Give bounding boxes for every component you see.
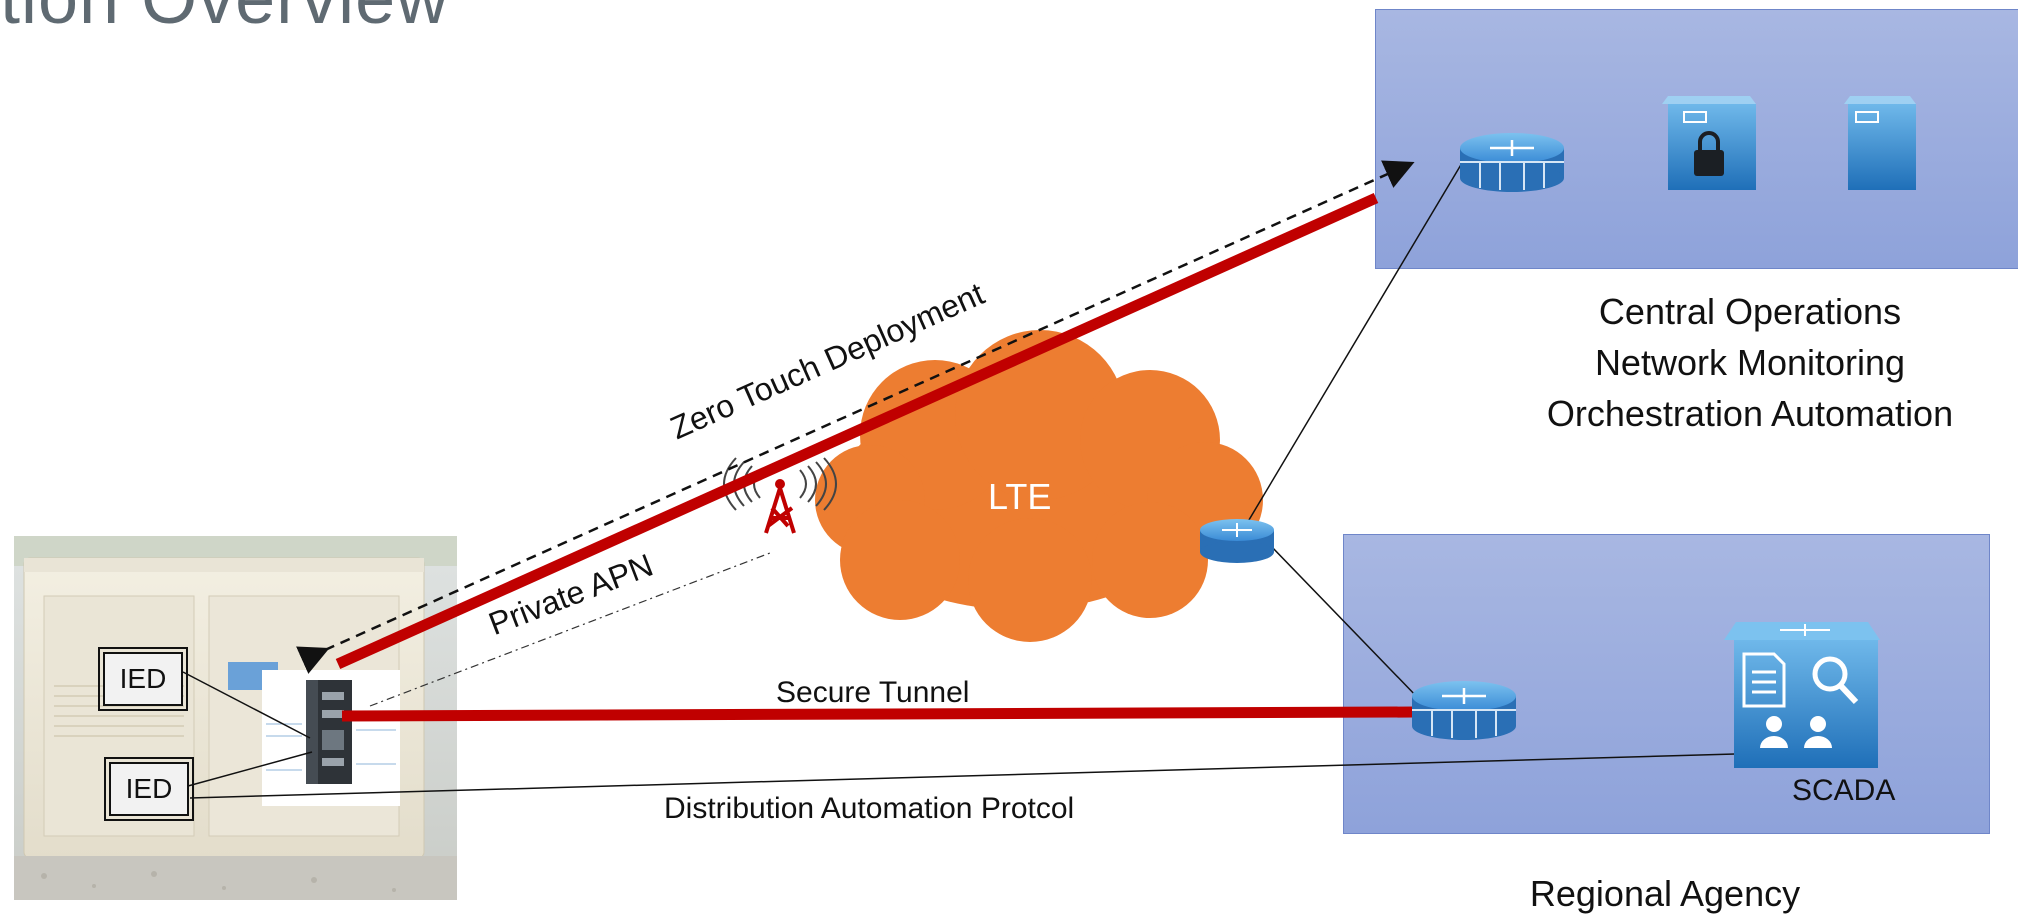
- ied-box-top: IED: [98, 647, 188, 711]
- central-line-3: Orchestration Automation: [1546, 393, 1954, 434]
- ied-box-bottom: IED: [104, 757, 194, 821]
- slide-title: tion Overview: [0, 0, 449, 40]
- secure-server-icon: [1662, 96, 1756, 190]
- central-operations-caption: Central Operations Network Monitoring Or…: [1500, 286, 2000, 439]
- ied-bottom-link: [187, 751, 313, 787]
- ied-label-bottom: IED: [125, 773, 173, 804]
- regional-agency-panel: [1343, 534, 1990, 834]
- ied-label-top: IED: [119, 663, 167, 694]
- secure-tunnel-label: Secure Tunnel: [776, 676, 970, 709]
- secure-tunnel-line: [341, 706, 1415, 722]
- central-line-1: Central Operations: [1598, 291, 1902, 332]
- lte-label: LTE: [988, 476, 1052, 517]
- connections-layer: [182, 96, 1916, 799]
- zero-touch-arrow: [296, 160, 1415, 674]
- scada-icon: [1724, 622, 1880, 768]
- da-protocol-label: Distribution Automation Protcol: [664, 792, 1075, 825]
- edge-router-device: [262, 670, 400, 806]
- da-protocol-line: [189, 753, 1736, 799]
- scada-label: SCADA: [1792, 774, 1896, 807]
- ied-top-link: [182, 671, 311, 739]
- server-icon: [1844, 96, 1916, 190]
- central-firewall-icon: [1460, 133, 1564, 192]
- lte-to-central-link: [1236, 162, 1463, 541]
- regional-firewall-icon: [1412, 681, 1516, 740]
- regional-agency-caption: Regional Agency: [1529, 873, 1801, 914]
- central-line-2: Network Monitoring: [1594, 342, 1906, 383]
- lte-router-icon: [1200, 519, 1274, 563]
- lte-to-regional-link: [1269, 544, 1421, 701]
